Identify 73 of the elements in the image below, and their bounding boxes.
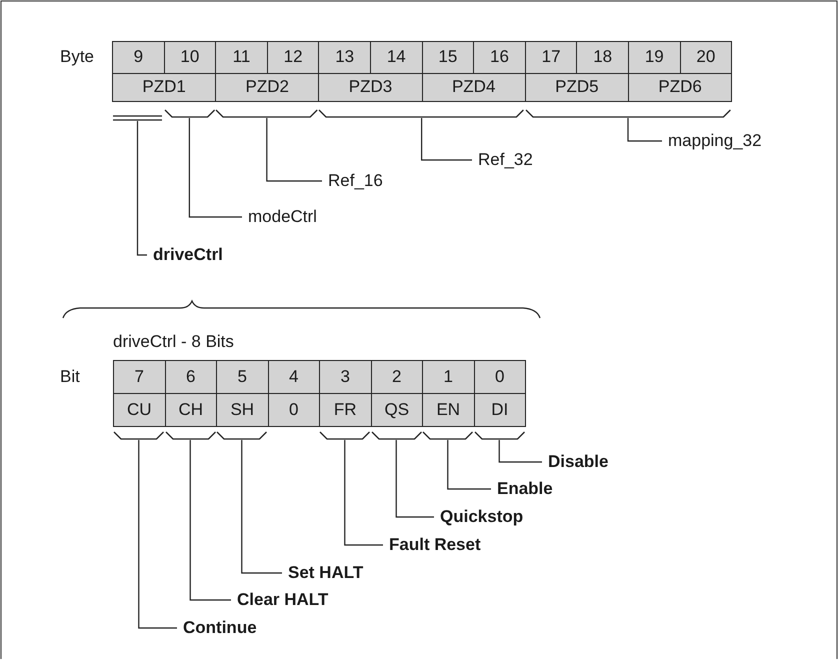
field-cell: EN — [422, 393, 474, 427]
field-cell: DI — [474, 393, 526, 427]
leader-line — [188, 118, 242, 218]
bracket — [524, 110, 732, 118]
bracket — [215, 110, 318, 118]
bracket — [164, 432, 216, 440]
number-cell: 6 — [164, 360, 217, 394]
number-cell: 2 — [370, 360, 423, 394]
callout-label: Quickstop — [440, 507, 524, 527]
number-cell: 15 — [422, 41, 474, 74]
bracket — [474, 432, 525, 440]
callout-label: Ref_16 — [328, 171, 383, 191]
field-cell: PZD6 — [628, 73, 732, 102]
field-cell: CH — [164, 393, 217, 427]
number-cell: 13 — [318, 41, 371, 74]
number-cell: 9 — [112, 41, 165, 74]
bracket — [370, 432, 422, 440]
number-cell: 20 — [680, 41, 732, 74]
number-cell: 16 — [473, 41, 526, 74]
field-cell: PZD4 — [422, 73, 526, 102]
leader-line — [266, 118, 322, 182]
leader-line — [447, 440, 491, 490]
field-cell: PZD3 — [318, 73, 423, 102]
bracket — [318, 110, 525, 118]
callout-label: Clear HALT — [237, 590, 328, 610]
field-cell: PZD5 — [524, 73, 629, 102]
leader-line — [421, 118, 472, 161]
leader-line — [498, 440, 542, 463]
number-cell: 3 — [319, 360, 372, 394]
callout-label: Continue — [183, 618, 257, 638]
leader-line — [190, 440, 231, 601]
field-cell: 0 — [268, 393, 320, 427]
callout-label: Set HALT — [288, 563, 364, 583]
callout-label: Ref_32 — [478, 150, 533, 170]
double-line-mark — [113, 115, 162, 121]
number-cell: 4 — [268, 360, 320, 394]
callout-label: driveCtrl — [153, 245, 223, 265]
field-cell: PZD2 — [215, 73, 320, 102]
leader-line — [241, 440, 282, 574]
row-label: Byte — [60, 47, 94, 67]
leader-line — [138, 440, 177, 629]
number-cell: 19 — [628, 41, 681, 74]
number-cell: 1 — [422, 360, 474, 394]
caption-text: driveCtrl - 8 Bits — [113, 332, 234, 352]
callout-label: Disable — [548, 452, 608, 472]
number-cell: 14 — [370, 41, 423, 74]
field-cell: SH — [216, 393, 268, 427]
number-cell: 5 — [216, 360, 268, 394]
leader-line — [136, 121, 147, 256]
bracket — [113, 432, 164, 440]
callout-label: mapping_32 — [668, 131, 762, 151]
bracket — [164, 110, 216, 118]
callout-label: Fault Reset — [389, 535, 481, 555]
callout-label: Enable — [497, 479, 553, 499]
bracket — [422, 432, 474, 440]
number-cell: 7 — [113, 360, 166, 394]
bracket — [216, 432, 268, 440]
number-cell: 10 — [164, 41, 216, 74]
leader-line — [627, 118, 662, 142]
field-cell: PZD1 — [112, 73, 216, 102]
field-cell: QS — [370, 393, 423, 427]
number-cell: 11 — [215, 41, 268, 74]
row-label: Bit — [60, 367, 80, 387]
number-cell: 0 — [474, 360, 526, 394]
field-cell: FR — [319, 393, 372, 427]
number-cell: 17 — [524, 41, 578, 74]
number-cell: 12 — [266, 41, 320, 74]
number-cell: 18 — [576, 41, 629, 74]
field-cell: CU — [113, 393, 166, 427]
bracket — [319, 432, 370, 440]
leader-line — [396, 440, 434, 518]
leader-line — [344, 440, 383, 546]
callout-label: modeCtrl — [248, 207, 317, 227]
